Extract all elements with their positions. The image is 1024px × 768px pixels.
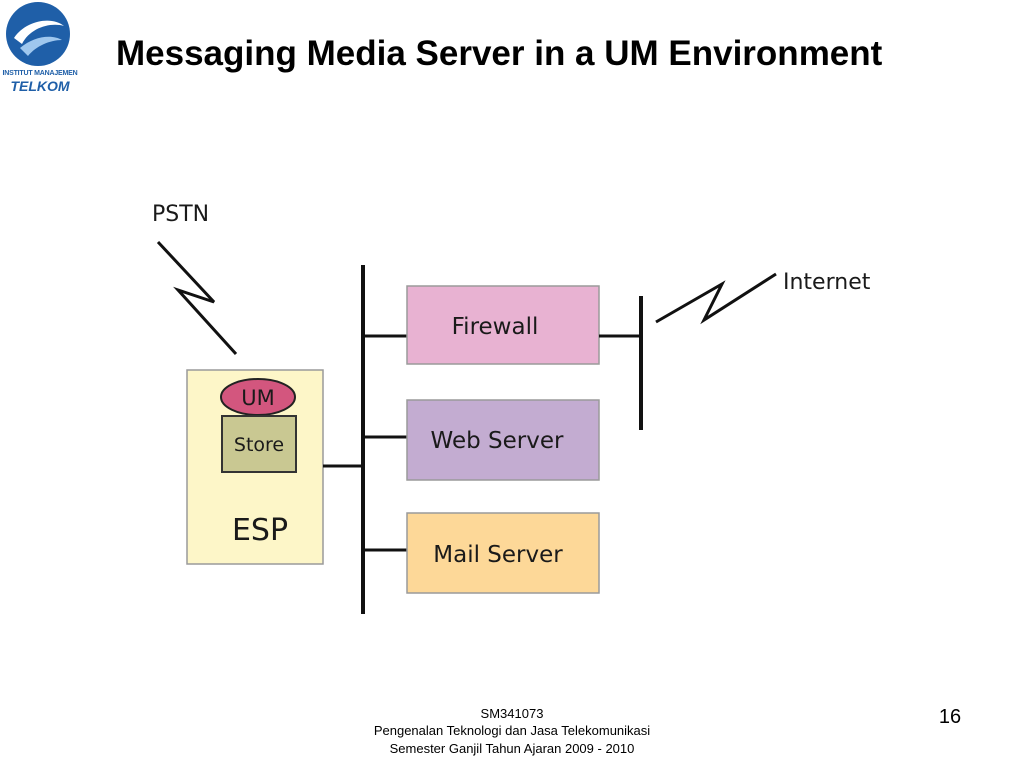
mail-server-label: Mail Server xyxy=(433,542,563,568)
firewall-label: Firewall xyxy=(452,314,539,340)
web-server-label: Web Server xyxy=(431,428,564,454)
logo-telkom-text: TELKOM xyxy=(10,78,70,94)
footer-semester: Semester Ganjil Tahun Ajaran 2009 - 2010 xyxy=(389,741,635,756)
internet-label: Internet xyxy=(783,270,871,295)
internet-link-icon xyxy=(655,272,777,325)
page-number: 16 xyxy=(938,706,962,728)
web-server-box xyxy=(406,399,600,481)
telkom-logo: INSTITUT MANAJEMEN TELKOM xyxy=(0,0,80,100)
pstn-link-icon xyxy=(156,240,238,356)
esp-label: ESP xyxy=(232,513,288,548)
footer-course-name: Pengenalan Teknologi dan Jasa Telekomuni… xyxy=(373,723,651,738)
footer-course-code: SM341073 xyxy=(480,706,544,721)
logo-institute-text: INSTITUT MANAJEMEN xyxy=(2,70,78,77)
store-label: Store xyxy=(234,434,284,456)
mail-server-box xyxy=(406,512,600,594)
slide-title: Messaging Media Server in a UM Environme… xyxy=(116,34,883,73)
telkom-logo-icon xyxy=(6,2,70,66)
store-box xyxy=(221,415,297,473)
um-label: UM xyxy=(241,386,275,410)
firewall-box xyxy=(406,285,600,365)
pstn-label: PSTN xyxy=(152,202,209,227)
